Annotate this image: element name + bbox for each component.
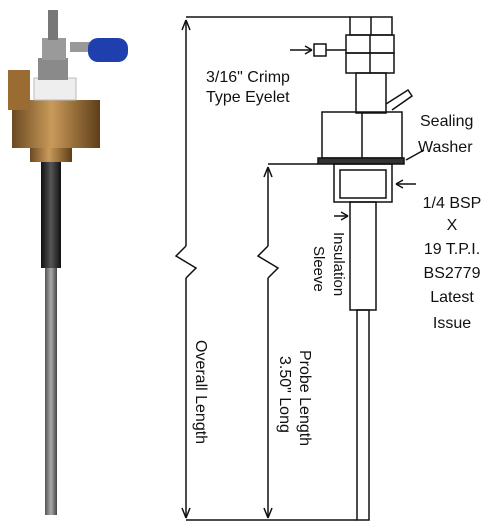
leader-arrows: [290, 45, 425, 221]
insulation-sleeve-label-line2: Sleeve: [310, 246, 327, 292]
probe-photograph: [8, 10, 128, 515]
thread-spec-line4: BS2779: [424, 265, 481, 282]
sealing-washer-label-line1: Sealing: [420, 113, 473, 130]
probe-length-label-line2: 3.50" Long: [276, 356, 293, 433]
sealing-washer-label-line2: Washer: [418, 139, 473, 156]
brass-body: [8, 70, 100, 162]
terminal-assembly: [33, 10, 77, 101]
probe-length-label-line1: Probe Length: [296, 350, 313, 446]
thread-spec-line5: Latest: [430, 289, 474, 306]
blue-crimp-connector: [70, 38, 128, 62]
overall-length-dimension: [174, 16, 357, 521]
insulation-sleeve-photo: [41, 158, 61, 268]
thread-spec-line1: 1/4 BSP: [423, 195, 482, 212]
crimp-eyelet-label-line2: Type Eyelet: [206, 89, 290, 106]
probe-rod-drawing: [356, 309, 370, 521]
overall-length-label: Overall Length: [192, 340, 209, 444]
thread-spec-line2: X: [447, 217, 458, 234]
thread-spec-line3: 19 T.P.I.: [424, 241, 480, 258]
insulation-sleeve-label-line1: Insulation: [330, 232, 347, 296]
probe-rod: [45, 240, 57, 515]
probe-length-dimension: [256, 163, 318, 519]
terminal-nuts: [313, 16, 414, 114]
thread-spec-line6: Issue: [433, 315, 471, 332]
crimp-eyelet-label-line1: 3/16" Crimp: [206, 69, 290, 86]
thread-section: [333, 163, 393, 203]
insulation-sleeve: [349, 201, 377, 311]
sealing-washer: [317, 157, 405, 165]
hex-body: [321, 111, 403, 159]
thread-spec-label: 1/4 BSP X 19 T.P.I. BS2779 Latest Issue: [423, 195, 482, 332]
